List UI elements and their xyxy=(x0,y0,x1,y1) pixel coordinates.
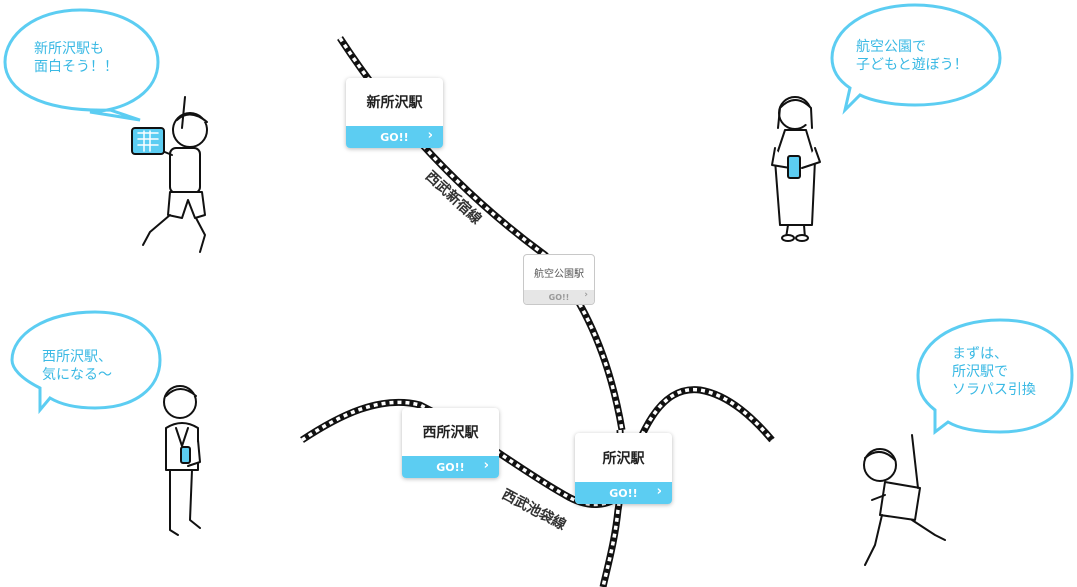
person-boy-with-tablet xyxy=(131,96,208,253)
chevron-right-icon: › xyxy=(427,128,433,143)
chevron-right-icon: › xyxy=(483,458,489,473)
go-button[interactable]: GO!! › xyxy=(575,482,672,504)
person-man-with-phone xyxy=(163,385,201,536)
go-label: GO!! xyxy=(609,486,638,500)
speech-bubble-top-left xyxy=(3,8,160,122)
speech-bubble-mid-right xyxy=(916,318,1074,436)
chevron-right-icon: › xyxy=(656,484,662,499)
station-name: 西所沢駅 xyxy=(422,425,479,441)
chevron-right-icon: › xyxy=(584,290,588,300)
station-card-shintokorozawa: 新所沢駅 GO!! › xyxy=(346,78,443,148)
speech-bubble-top-right xyxy=(830,3,1002,115)
go-button[interactable]: GO!! › xyxy=(346,126,443,148)
track-ikebukuro-line xyxy=(300,386,775,587)
station-card-tokorozawa: 所沢駅 GO!! › xyxy=(575,433,672,504)
go-button[interactable]: GO!! › xyxy=(402,456,499,478)
go-label: GO!! xyxy=(548,292,570,302)
go-label: GO!! xyxy=(380,130,409,144)
bubble-text-top-right: 航空公園で 子どもと遊ぼう！ xyxy=(856,39,968,73)
station-card-kokukoen: 航空公園駅 GO!! › xyxy=(523,254,595,305)
station-name: 所沢駅 xyxy=(602,450,645,467)
bubble-text-mid-right: まずは、 所沢駅で ソラパス引換 xyxy=(952,346,1036,398)
go-label: GO!! xyxy=(436,460,465,474)
station-name: 航空公園駅 xyxy=(534,269,584,280)
person-boy-running xyxy=(863,434,946,566)
bubble-text-top-left: 新所沢駅も 面白そう！！ xyxy=(34,41,118,75)
station-name: 新所沢駅 xyxy=(366,95,423,111)
station-card-nishitokorozawa: 西所沢駅 GO!! › xyxy=(402,408,499,478)
speech-bubble-mid-left xyxy=(10,310,162,415)
person-woman-with-phone xyxy=(771,96,821,242)
go-button[interactable]: GO!! › xyxy=(524,290,594,304)
bubble-text-mid-left: 西所沢駅、 気になる～ xyxy=(42,349,112,383)
